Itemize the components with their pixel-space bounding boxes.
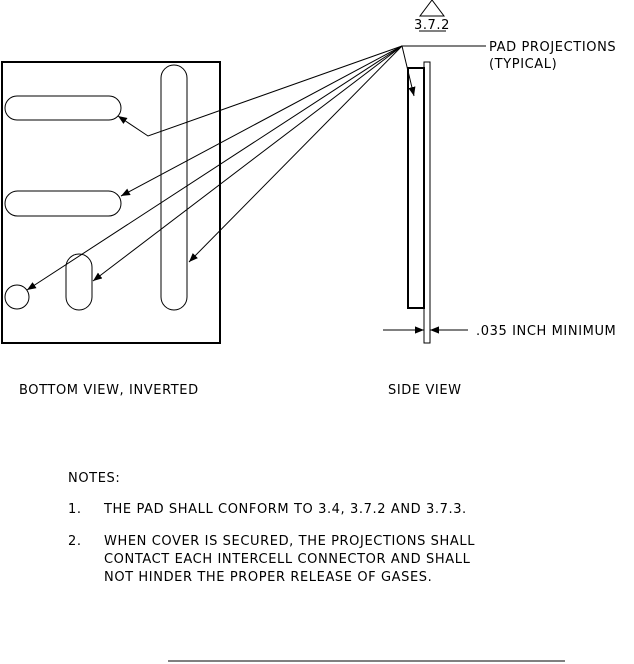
note-2-line-3: NOT HINDER THE PROPER RELEASE OF GASES. [104, 570, 432, 585]
note-2-line-2: CONTACT EACH INTERCELL CONNECTOR AND SHA… [104, 552, 471, 567]
projection-slot-middle [4, 190, 122, 217]
projection-round [4, 284, 30, 310]
side-view [407, 61, 431, 344]
note-1-number: 1. [68, 502, 82, 517]
dimension-label: .035 INCH MINIMUM [476, 324, 616, 339]
note-1-line-1: THE PAD SHALL CONFORM TO 3.4, 3.7.2 AND … [103, 502, 467, 517]
leader-to-upper-slot [117, 45, 403, 137]
side-pad-plate [423, 61, 431, 344]
note-2-number: 2. [68, 534, 82, 549]
callout-reference: 3.7.2 [414, 0, 450, 33]
bottom-view [1, 61, 221, 344]
leader-to-short-slot [92, 45, 403, 282]
projection-slot-upper [4, 95, 122, 121]
projection-slot-vertical [160, 64, 188, 311]
notes-block: NOTES: 1. THE PAD SHALL CONFORM TO 3.4, … [68, 471, 475, 585]
note-2-line-1: WHEN COVER IS SECURED, THE PROJECTIONS S… [104, 534, 475, 549]
side-view-caption: SIDE VIEW [388, 383, 462, 398]
reference-triangle [419, 0, 445, 17]
projection-slot-short [65, 253, 93, 311]
side-pad-body [407, 67, 425, 309]
leader-to-middle-slot [120, 45, 403, 197]
callout-leaders [26, 45, 486, 291]
bottom-view-caption: BOTTOM VIEW, INVERTED [19, 383, 199, 398]
thickness-dimension: .035 INCH MINIMUM [383, 324, 616, 339]
reference-number: 3.7.2 [414, 18, 450, 33]
callout-label-line2: (TYPICAL) [489, 57, 557, 72]
pad-outline [1, 61, 221, 344]
notes-heading: NOTES: [68, 471, 120, 486]
leader-to-vertical-slot [188, 45, 403, 263]
callout-label-line1: PAD PROJECTIONS [489, 40, 616, 55]
leader-to-round-projection [26, 45, 403, 291]
